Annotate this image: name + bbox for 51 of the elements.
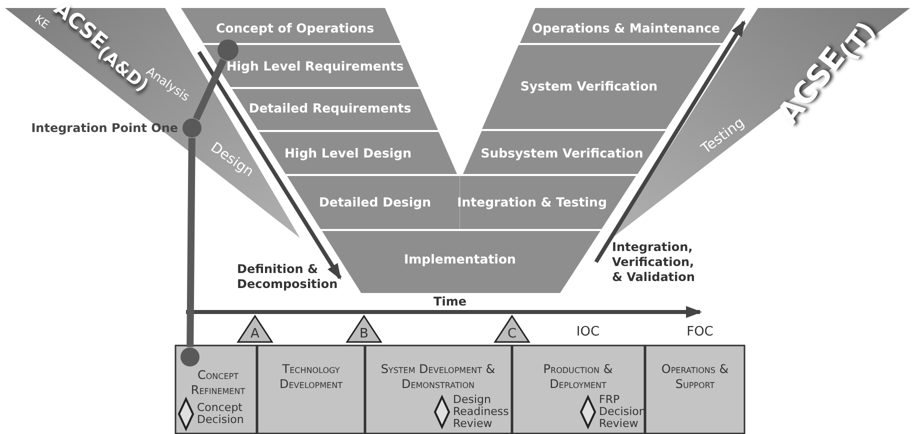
stage-label: High Level Requirements [226,58,404,74]
connector-line [186,138,196,348]
connector-line [193,58,227,120]
decision-label: FRP Decision Review [599,394,644,430]
joint-dot [182,118,202,138]
stage-band [460,176,636,229]
decision-diamond [580,396,596,428]
stage-label: System Verification [520,78,658,94]
joint-dot [217,39,239,61]
stage-label: Integration & Testing [457,194,607,210]
stage-label: Concept of Operations [216,20,374,36]
phase-box [257,345,365,434]
stage-label: Implementation [404,252,516,266]
phase-label: Technology Development [278,362,344,392]
stage-band [520,8,745,43]
milestone-letter: A [250,326,260,342]
stage-label: Detailed Requirements [248,100,412,116]
milestone-triangle [347,316,381,342]
phase-label: Concept Refinement [190,368,246,398]
wedge-label: KE [32,12,52,32]
milestone-triangle [495,316,529,342]
stage-label: Detailed Design [318,194,431,210]
phase-box [365,345,512,434]
phase-label: Production & Deployment [542,362,614,392]
axis-label: Time [434,294,466,310]
phase-box [512,345,645,434]
stage-band [287,176,460,229]
decision-label: Concept Decision [197,402,245,426]
stage-band [259,132,458,174]
decision-diamond [178,398,194,430]
joint-dot [180,347,200,367]
milestone-letter: C [507,326,517,342]
stage-label: Operations & Maintenance [532,20,720,36]
phase-box [645,345,745,434]
stage-band [462,131,666,174]
stage-band [204,45,420,87]
milestone-label: FOC [686,324,714,340]
decision-diamond [434,396,450,428]
stage-band [181,8,400,43]
phase-box [175,345,257,434]
stage-label: Subsystem Verification [480,146,644,160]
phase-label: Operations & Support [660,362,730,392]
decision-label: Design Readiness Review [453,394,510,430]
direction-label: Integration, Verification, & Validation [612,240,696,285]
milestone-triangle [238,316,272,342]
stage-label: High Level Design [284,146,412,160]
milestone-label: IOC [576,324,600,340]
phase-label: System Development & Demonstration [380,362,496,392]
milestone-letter: B [360,326,368,342]
stage-band [232,89,438,130]
direction-label: Definition & Decomposition [237,262,337,292]
